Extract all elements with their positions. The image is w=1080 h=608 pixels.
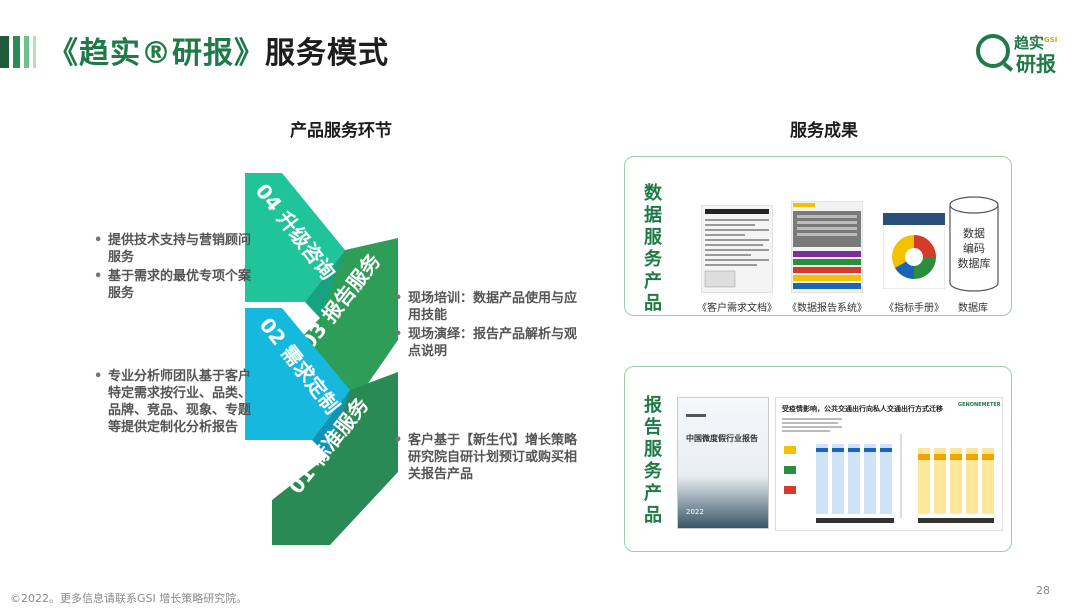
service-steps-diagram: 04 升级咨询 03 报告服务 02 需求定制 01 标准服务 — [245, 173, 398, 545]
step-01-arrow — [272, 372, 398, 545]
data-item-caption: 《指标手册》 — [884, 303, 944, 314]
db-line: 数据 — [963, 226, 985, 240]
left-section-heading: 产品服务环节 — [290, 121, 392, 141]
db-line: 数据库 — [958, 256, 991, 270]
brand-logo: 趋实GSI 研报 — [976, 30, 1062, 76]
mini-chart-graphic — [782, 418, 994, 523]
report-chart-title: 受疫情影响，公共交通出行向私人交通出行方式迁移 — [782, 405, 943, 413]
bullet-item: 现场培训：数据产品使用与应用技能 — [392, 290, 582, 324]
logo-line1: 趋实 — [1014, 34, 1045, 52]
page-title-accent: 《趋实®研报》 — [48, 36, 265, 71]
right-section-heading: 服务成果 — [790, 121, 858, 141]
report-products-panel: 报 告 服 务 产 品 中国微度假行业报告 2022 受疫情影响，公共交通出行向… — [624, 366, 1012, 552]
bullets-step-01: 客户基于【新生代】增长策略研究院自研计划预订或购买相关报告产品 — [392, 432, 582, 485]
data-item-caption: 数据库 — [958, 303, 988, 314]
logo-mark: GSI — [1044, 36, 1058, 44]
data-panel-label: 数 据 服 务 产 品 — [644, 183, 662, 314]
bullet-item: 专业分析师团队基于客户特定需求按行业、品类、品牌、竞品、现象、专题等提供定制化分… — [92, 368, 257, 436]
step-02-arrow — [245, 308, 350, 440]
indicator-handbook-thumbnail — [883, 213, 945, 289]
bullet-item: 提供技术支持与营销顾问服务 — [92, 232, 252, 266]
footer-copyright: ©2022。更多信息请联系GSI 增长策略研究院。 — [10, 592, 248, 605]
report-chart-brand: GENONEMETER — [958, 402, 1001, 408]
report-cover-year: 2022 — [686, 508, 704, 516]
bullets-step-04: 提供技术支持与营销顾问服务 基于需求的最优专项个案服务 — [92, 232, 252, 304]
data-products-panel: 数 据 服 务 产 品 《客户需求文档》 《数据报告系统》 — [624, 156, 1012, 316]
requirement-doc-thumbnail — [701, 205, 773, 293]
report-panel-label: 报 告 服 务 产 品 — [644, 395, 662, 526]
bullet-item: 现场演绎：报告产品解析与观点说明 — [392, 326, 582, 360]
db-line: 编码 — [963, 241, 985, 255]
page-title: 《趋实®研报》服务模式 — [48, 28, 389, 72]
page-number: 28 — [1036, 584, 1050, 597]
step-04-arrow — [245, 173, 345, 302]
page-title-rest: 服务模式 — [265, 36, 389, 71]
title-decoration-bars — [0, 36, 40, 68]
magnifier-icon — [976, 34, 1010, 68]
logo-line2: 研报 — [1016, 52, 1056, 76]
bullet-item: 基于需求的最优专项个案服务 — [92, 268, 252, 302]
data-item-caption: 《客户需求文档》 — [697, 303, 777, 314]
database-icon: 数据 编码 数据库 — [949, 196, 999, 292]
bullets-step-03: 现场培训：数据产品使用与应用技能 现场演绎：报告产品解析与观点说明 — [392, 290, 582, 362]
report-chart-thumbnail: 受疫情影响，公共交通出行向私人交通出行方式迁移 GENONEMETER — [775, 397, 1003, 531]
report-cover-thumbnail: 中国微度假行业报告 2022 — [677, 397, 769, 529]
bullets-step-02: 专业分析师团队基于客户特定需求按行业、品类、品牌、竞品、现象、专题等提供定制化分… — [92, 368, 257, 438]
data-item-caption: 《数据报告系统》 — [787, 303, 867, 314]
report-cover-title: 中国微度假行业报告 — [686, 434, 758, 443]
bullet-item: 客户基于【新生代】增长策略研究院自研计划预订或购买相关报告产品 — [392, 432, 582, 483]
report-system-thumbnail — [791, 201, 863, 293]
